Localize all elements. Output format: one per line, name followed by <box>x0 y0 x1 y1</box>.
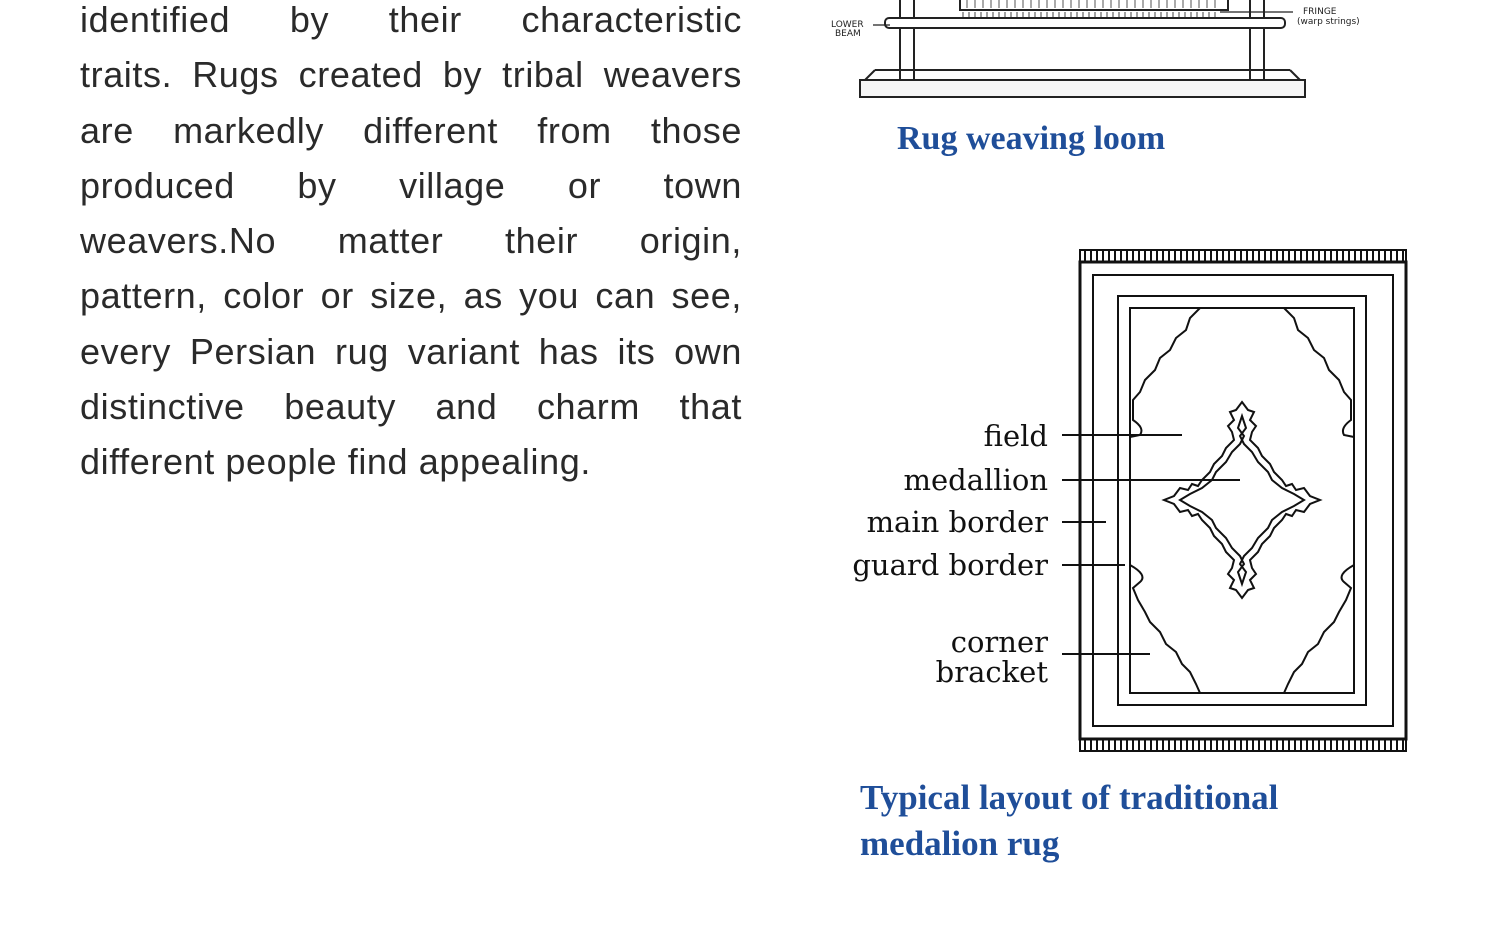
guard-border-label: guard border <box>852 548 1048 582</box>
main-border-label: main border <box>867 505 1049 539</box>
corner-bracket-label: bracket <box>936 655 1049 689</box>
rug-caption-line: Typical layout of traditional <box>860 778 1279 817</box>
rug-outer-edge <box>1078 260 1408 741</box>
rug-main-border-line <box>1117 295 1367 706</box>
article-line: identified by their characteristic <box>80 0 742 40</box>
article-line: pattern, color or size, as you can see, <box>80 275 742 317</box>
article-line: traits. Rugs created by tribal weavers <box>80 54 742 96</box>
rug-field-edge <box>1129 307 1355 694</box>
rug-guard-border-line <box>1092 274 1394 727</box>
rug-caption: Typical layout of traditional medalion r… <box>860 775 1340 867</box>
lower-beam-label: BEAM <box>835 29 861 39</box>
rug-field-outline <box>1129 307 1355 694</box>
article-line: different people find appealing. <box>80 441 591 483</box>
article-body-text: identified by their characteristic trait… <box>80 0 742 490</box>
field-label: field <box>984 419 1048 453</box>
loom-illustration: LOWER BEAM FRINGE (warp strings) <box>831 0 1360 98</box>
article-line: produced by village or town <box>80 164 742 206</box>
article-line: weavers.No matter their origin, <box>80 220 742 262</box>
corner-bracket-label: corner <box>951 625 1048 659</box>
fringe-label: FRINGE <box>1303 7 1337 17</box>
rug-caption-line: medalion rug <box>860 824 1060 863</box>
loom-caption: Rug weaving loom <box>897 120 1166 157</box>
rug-medallion <box>1161 400 1323 600</box>
rug-fringe <box>1079 249 1407 752</box>
medallion-rug-diagram: field medallion main border guard border… <box>852 249 1408 752</box>
article-line: distinctive beauty and charm that <box>80 386 742 428</box>
fringe-label: (warp strings) <box>1297 17 1360 27</box>
article-line: are markedly different from those <box>80 109 742 151</box>
medallion-label: medallion <box>904 463 1048 497</box>
lower-beam-label: LOWER <box>831 20 864 30</box>
article-line: every Persian rug variant has its own <box>80 330 742 372</box>
